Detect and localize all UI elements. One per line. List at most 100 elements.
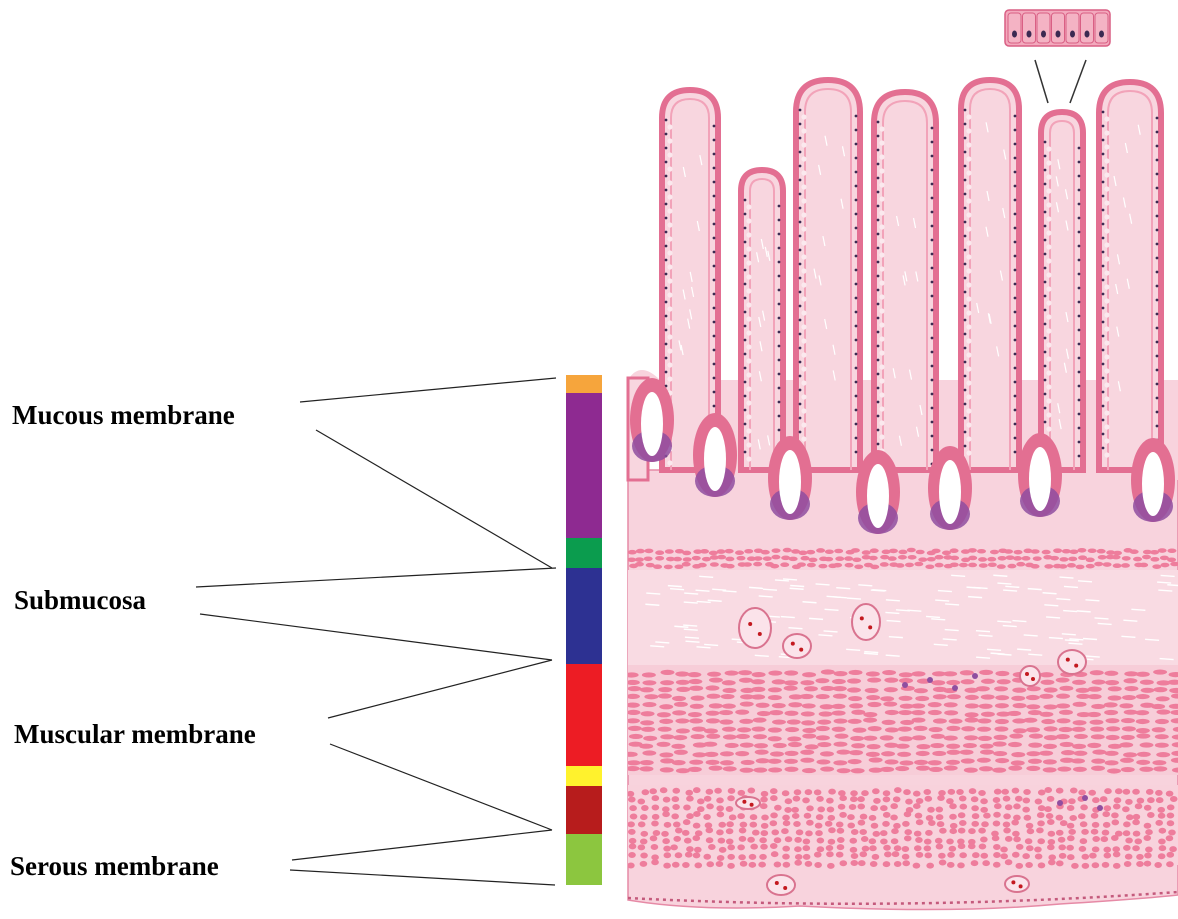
muscle-cell: [788, 702, 802, 707]
fibre: [1028, 654, 1042, 655]
muscle-cell: [793, 821, 801, 827]
muscle-cell: [1043, 759, 1057, 764]
nucleus: [855, 297, 858, 300]
muscle-cell: [1011, 819, 1019, 825]
goblet-cell: [1046, 146, 1051, 151]
muscle-cell: [885, 759, 899, 764]
muscle-cell: [726, 821, 734, 827]
muscle-cell: [771, 851, 779, 857]
muscle-cell: [1023, 789, 1031, 795]
muscle-cell: [706, 789, 714, 795]
muscle-cell: [916, 852, 924, 858]
muscle-cell: [785, 727, 799, 732]
muscle-cell: [651, 859, 659, 865]
muscle-cell: [801, 711, 815, 716]
goblet-cell: [746, 316, 751, 321]
muscle-cell: [784, 767, 798, 772]
nucleus: [855, 423, 858, 426]
nucleus: [713, 195, 716, 198]
muscle-cell: [761, 550, 770, 555]
nucleus: [713, 279, 716, 282]
muscle-cell: [884, 687, 898, 692]
muscle-cell: [704, 752, 718, 757]
fibre: [1086, 656, 1100, 657]
fibre: [896, 610, 910, 611]
muscle-cell: [1056, 677, 1070, 682]
nucleus: [1044, 211, 1047, 214]
nucleus: [799, 403, 802, 406]
nucleus: [713, 363, 716, 366]
nucleus: [1014, 185, 1017, 188]
muscle-cell: [675, 828, 683, 834]
muscle-cell: [1105, 718, 1119, 723]
muscle-cell: [638, 844, 646, 850]
nucleus: [964, 165, 967, 168]
muscle-cell: [686, 796, 694, 802]
muscle-cell: [1007, 711, 1021, 716]
nucleus: [799, 165, 802, 168]
muscle-cell: [857, 796, 865, 802]
muscle-cell: [869, 838, 877, 844]
muscle-cell: [658, 727, 672, 732]
muscle-cell: [837, 828, 845, 834]
fibre: [699, 576, 713, 577]
muscle-cell: [814, 862, 822, 868]
muscle-cell: [1106, 726, 1120, 731]
muscle-cell: [1073, 751, 1087, 756]
muscle-cell: [706, 760, 720, 765]
muscle-cell: [660, 734, 674, 739]
muscle-cell: [938, 853, 946, 859]
muscle-cell: [664, 565, 673, 570]
muscle-cell: [692, 556, 701, 561]
nucleus: [877, 401, 880, 404]
nucleus: [964, 249, 967, 252]
muscle-cell: [898, 726, 912, 731]
fibre: [987, 649, 1001, 650]
nucleus: [931, 449, 934, 452]
nucleus: [713, 209, 716, 212]
nucleus: [877, 303, 880, 306]
nucleus: [713, 139, 716, 142]
muscle-cell: [1136, 719, 1150, 724]
muscle-cell: [1103, 847, 1111, 853]
muscle-cell: [635, 557, 644, 562]
fibre: [938, 591, 952, 592]
muscle-cell: [739, 836, 747, 842]
muscle-cell: [673, 557, 682, 562]
nucleus: [1102, 335, 1105, 338]
goblet-cell: [879, 266, 884, 271]
fibre: [674, 626, 688, 627]
muscle-cell: [1060, 742, 1074, 747]
muscle-cell: [980, 853, 988, 859]
muscle-cell: [808, 558, 817, 563]
muscle-cell: [911, 710, 925, 715]
muscle-cell: [993, 751, 1007, 756]
muscle-cell: [978, 790, 986, 796]
goblet-cell: [1046, 160, 1051, 165]
nucleus: [931, 379, 934, 382]
muscle-cell: [1133, 557, 1142, 562]
muscle-cell: [676, 680, 690, 685]
nucleus: [1156, 229, 1159, 232]
muscle-cell: [640, 852, 648, 858]
muscle-cell: [641, 727, 655, 732]
muscle-cell: [1081, 854, 1089, 860]
muscle-cell: [1104, 788, 1112, 794]
goblet-cell: [879, 196, 884, 201]
muscle-cell: [1137, 752, 1151, 757]
muscle-cell: [972, 852, 980, 858]
muscle-cell: [1041, 719, 1055, 724]
nucleus: [964, 417, 967, 420]
muscle-cell: [949, 814, 957, 820]
goblet-cell: [1104, 200, 1109, 205]
muscle-cell: [1056, 860, 1064, 866]
nucleus: [855, 157, 858, 160]
muscle-cell: [735, 710, 749, 715]
muscle-cell: [753, 562, 762, 567]
muscle-cell: [848, 670, 862, 675]
goblet-cell: [879, 378, 884, 383]
muscle-cell: [1091, 734, 1105, 739]
muscle-cell: [942, 551, 951, 556]
goblet-cell: [879, 406, 884, 411]
muscle-cell: [958, 812, 966, 818]
